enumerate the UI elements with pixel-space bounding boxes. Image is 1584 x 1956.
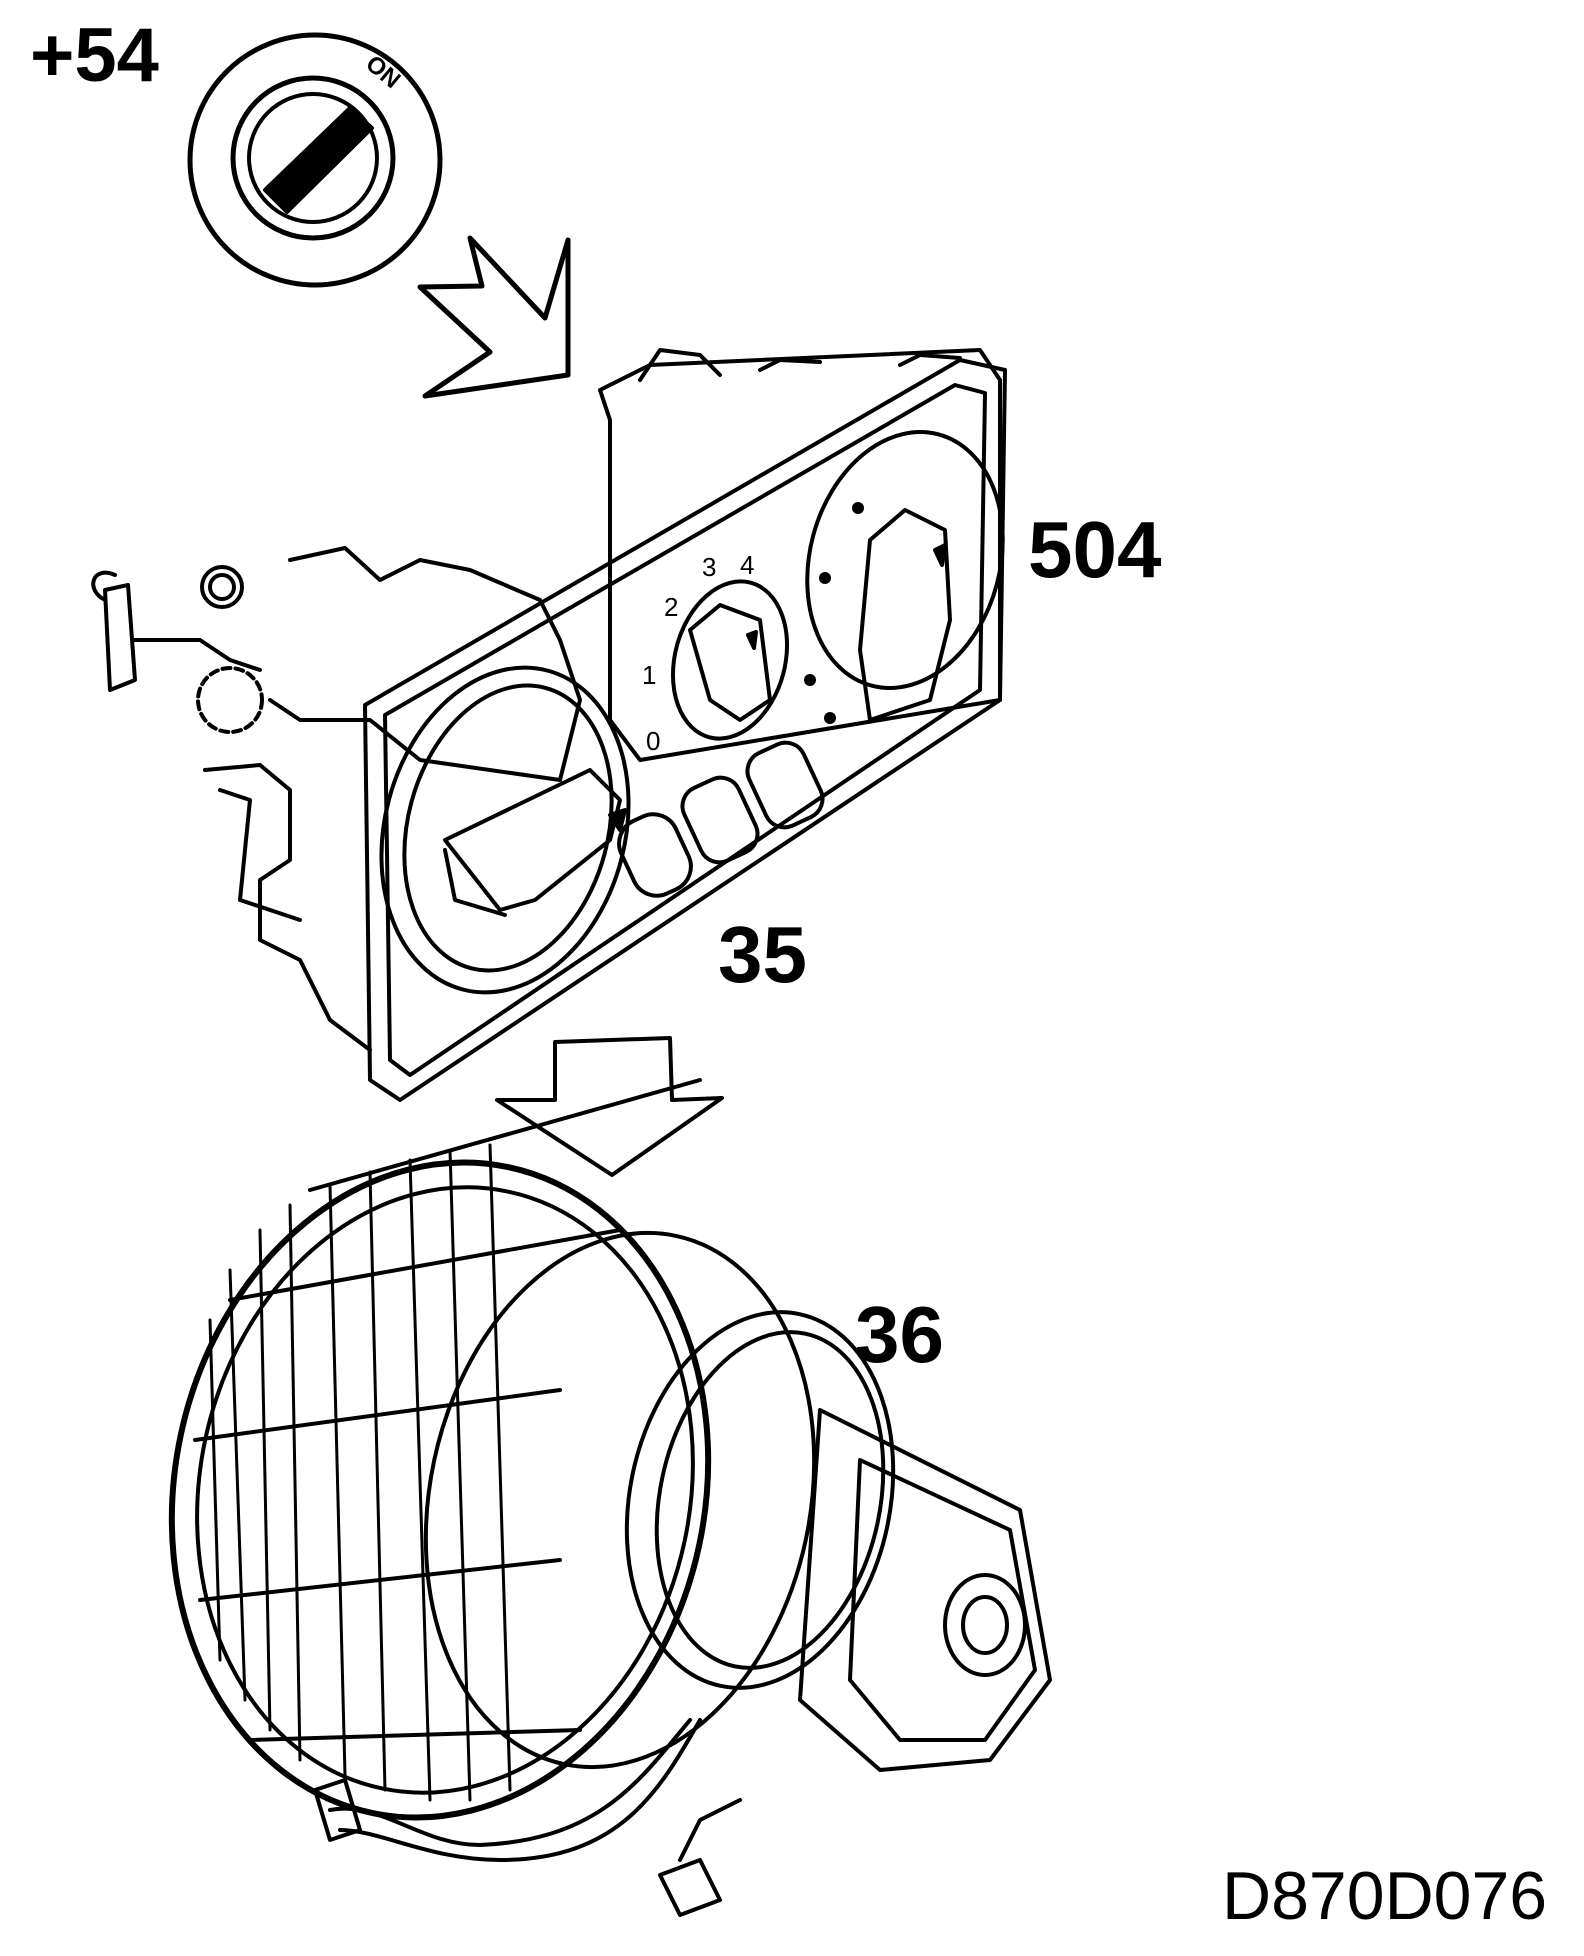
fan-speed-0: 0 [646, 726, 661, 756]
fan-speed-2: 2 [664, 592, 679, 622]
figure-code-label: D870D076 [1222, 1858, 1548, 1934]
arrow-down-icon [495, 1036, 724, 1177]
climate-control-panel-icon [91, 348, 1007, 1102]
ignition-label: +54 [30, 13, 159, 98]
fan-speed-4: 4 [740, 550, 755, 580]
fan-speed-3: 3 [702, 552, 717, 582]
control-panel-label: 504 [1028, 505, 1162, 594]
ignition-on-label: ON [360, 50, 405, 94]
fan-speed-1: 1 [642, 660, 657, 690]
fan-switch-label: 35 [718, 910, 807, 999]
blower-motor-icon [168, 1078, 1052, 1917]
blower-motor-label: 36 [855, 1290, 944, 1379]
ignition-switch-icon: ON [187, 32, 443, 288]
arrow-right-down-icon [417, 235, 571, 399]
